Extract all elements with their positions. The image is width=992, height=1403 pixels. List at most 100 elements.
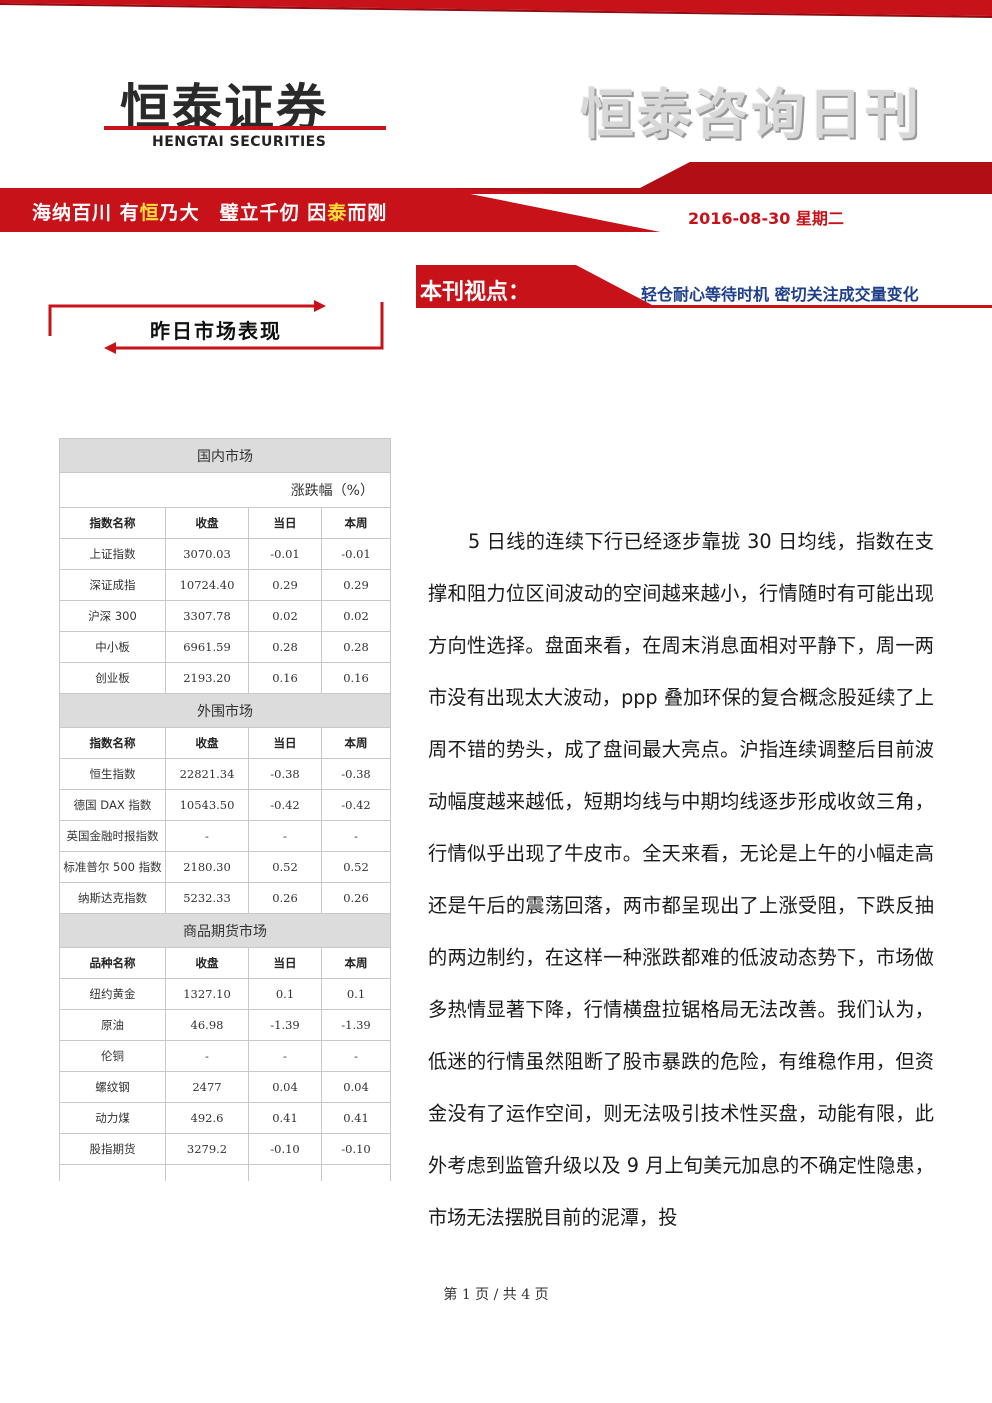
publication-title: 恒泰咨询日刊 [580, 83, 922, 146]
column-header: 指数名称 [59, 507, 166, 539]
row-value: 1327.10 [165, 978, 249, 1010]
row-value: -0.42 [321, 789, 391, 821]
row-value: 10543.50 [165, 789, 249, 821]
row-value: 3307.78 [165, 600, 249, 632]
column-header: 收盘 [165, 507, 249, 539]
viewpoint-label: 本刊视点： [420, 280, 531, 305]
spacer-cell [321, 1164, 391, 1181]
row-value: 0.29 [321, 569, 391, 601]
row-value: -0.10 [248, 1133, 322, 1165]
row-value: 3279.2 [165, 1133, 249, 1165]
spacer-cell [59, 1164, 166, 1181]
unit-row: 涨跌幅（%） [59, 472, 391, 508]
row-name: 动力煤 [59, 1102, 166, 1134]
spacer-row [59, 1164, 391, 1181]
spacer-cell [165, 1164, 249, 1181]
row-value: 492.6 [165, 1102, 249, 1134]
row-name: 伦铜 [59, 1040, 166, 1072]
unit-label: 涨跌幅（%） [59, 472, 391, 508]
column-header: 品种名称 [59, 947, 166, 979]
row-value: 0.26 [248, 882, 322, 914]
row-value: 0.02 [248, 600, 322, 632]
logo-underline [104, 126, 386, 130]
row-value: 0.28 [321, 631, 391, 663]
section-title: 昨日市场表现 [150, 319, 282, 343]
row-name: 标准普尔 500 指数 [59, 851, 166, 883]
header-row: 指数名称收盘当日本周 [59, 507, 391, 539]
slogan: 海纳百川 有恒乃大 璧立千仞 因泰而刚 [32, 198, 387, 225]
row-value: - [321, 820, 391, 852]
row-value: 3070.03 [165, 538, 249, 570]
top-red-band [0, 0, 992, 18]
row-name: 纽约黄金 [59, 978, 166, 1010]
row-value: 0.29 [248, 569, 322, 601]
row-value: -1.39 [248, 1009, 322, 1041]
row-value: - [165, 1040, 249, 1072]
slogan-part: 而刚 [347, 202, 388, 224]
section-row: 商品期货市场 [59, 913, 391, 948]
row-value: -0.38 [248, 758, 322, 790]
row-value: 0.16 [248, 662, 322, 694]
row-value: 2180.30 [165, 851, 249, 883]
column-header: 收盘 [165, 947, 249, 979]
row-value: 46.98 [165, 1009, 249, 1041]
row-value: 10724.40 [165, 569, 249, 601]
row-value: 0.28 [248, 631, 322, 663]
row-value: 6961.59 [165, 631, 249, 663]
row-value: 0.04 [321, 1071, 391, 1103]
row-value: -0.01 [321, 538, 391, 570]
table-row: 英国金融时报指数--- [59, 820, 391, 852]
column-header: 当日 [248, 947, 322, 979]
header-row: 指数名称收盘当日本周 [59, 727, 391, 759]
row-value: 0.1 [248, 978, 322, 1010]
viewpoint-headline: 轻仓耐心等待时机 密切关注成交量变化 [641, 285, 919, 304]
row-name: 螺纹钢 [59, 1071, 166, 1103]
row-name: 上证指数 [59, 538, 166, 570]
row-name: 英国金融时报指数 [59, 820, 166, 852]
row-name: 纳斯达克指数 [59, 882, 166, 914]
slogan-highlight: 泰 [327, 202, 348, 224]
section-title-foreign: 外围市场 [59, 693, 391, 728]
row-value: 0.16 [321, 662, 391, 694]
row-value: -0.01 [248, 538, 322, 570]
row-value: -1.39 [321, 1009, 391, 1041]
row-value: - [321, 1040, 391, 1072]
issue-date: 2016-08-30 星期二 [688, 209, 844, 228]
row-value: 0.1 [321, 978, 391, 1010]
row-value: 0.26 [321, 882, 391, 914]
slogan-band [0, 162, 992, 232]
company-logo-english: HENGTAI SECURITIES [152, 134, 327, 150]
row-name: 中小板 [59, 631, 166, 663]
row-value: - [248, 820, 322, 852]
row-value: 0.04 [248, 1071, 322, 1103]
section-row-domestic: 国内市场 [59, 438, 391, 473]
row-name: 股指期货 [59, 1133, 166, 1165]
section-row: 外围市场 [59, 693, 391, 728]
table-row: 伦铜--- [59, 1040, 391, 1072]
row-name: 深证成指 [59, 569, 166, 601]
row-name: 沪深 300 [59, 600, 166, 632]
row-value: 0.52 [321, 851, 391, 883]
column-header: 当日 [248, 507, 322, 539]
row-value: - [165, 820, 249, 852]
row-value: 0.41 [321, 1102, 391, 1134]
section-header-frame [48, 300, 384, 354]
row-value: 0.41 [248, 1102, 322, 1134]
row-value: 0.02 [321, 600, 391, 632]
slogan-highlight: 恒 [139, 202, 160, 224]
row-value: -0.42 [248, 789, 322, 821]
